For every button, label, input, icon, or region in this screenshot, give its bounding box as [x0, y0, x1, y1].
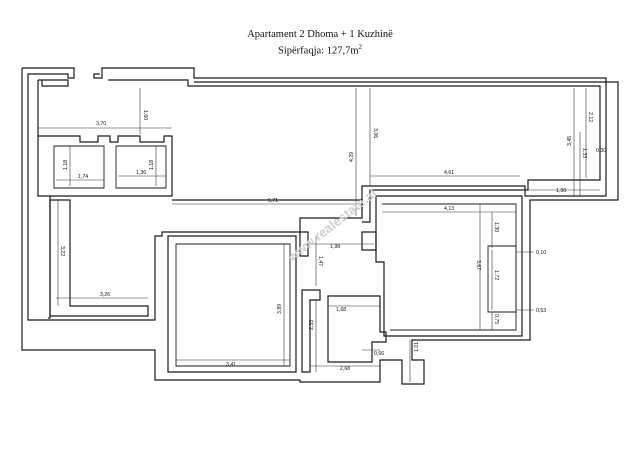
- outer-wall-outer-b: [21, 68, 619, 385]
- plan-area-text: Sipërfaqja: 127,7m: [278, 45, 359, 57]
- dim-right-small-b: 1,90: [556, 188, 566, 194]
- plan-title: Apartament 2 Dhoma + 1 Kuzhinë Sipërfaqj…: [0, 28, 640, 58]
- dim-bottom-a: 0,66: [374, 351, 384, 357]
- dim-hall-b: 1,47: [317, 256, 323, 266]
- dim-hall-a: 1,98: [330, 244, 340, 250]
- bathroom-1: [53, 145, 105, 189]
- dim-mid-vertical-b: 3,06: [372, 128, 378, 138]
- dim-living-sub-a: 1,30: [493, 222, 499, 232]
- bathroom-block: [38, 135, 173, 197]
- dim-living-side-b: 0,53: [536, 308, 546, 314]
- outer-wall-inner: [37, 79, 69, 319]
- plan-title-line1: Apartament 2 Dhoma + 1 Kuzhinë: [247, 29, 393, 40]
- dim-bath1-width: 1,74: [78, 174, 88, 180]
- dim-mid-vertical-a: 4,29: [349, 152, 355, 162]
- outer-wall-outer: [22, 67, 607, 321]
- living-nook: [487, 245, 517, 313]
- dim-bath1-height: 1,18: [63, 160, 69, 170]
- corridor-wall: [172, 199, 363, 210]
- dim-small-width: 1,68: [336, 307, 346, 313]
- dim-living-width: 4,13: [444, 206, 454, 212]
- dim-left-room-height: 3,22: [59, 246, 65, 256]
- dimension-labels: 3,70 1,60 1,18 1,74 1,18 1,36 5,71 4,29 …: [59, 110, 606, 372]
- bathroom-2: [115, 145, 167, 189]
- dim-bottom-c: 1,01: [414, 342, 420, 352]
- dim-bottom-b: 2,68: [340, 366, 350, 372]
- dim-living-sub-b: 1,72: [493, 270, 499, 280]
- plan-area-unit-sup: 2: [358, 43, 362, 51]
- top-wall-inner: [108, 79, 601, 223]
- dim-right-height-b: 2,12: [587, 112, 593, 122]
- dim-right-width: 4,61: [444, 170, 454, 176]
- watermark: www.realestate.al: [284, 186, 380, 265]
- dimension-lines: [38, 88, 600, 382]
- dim-right-small-a: 0,30: [596, 148, 606, 154]
- dim-corridor-length: 5,71: [268, 198, 278, 204]
- left-bedroom: [49, 199, 149, 317]
- dim-room-height: 3,89: [277, 304, 283, 314]
- dim-small-height: 2,33: [309, 320, 315, 330]
- dim-room-width: 3,41: [226, 362, 236, 368]
- dim-living-sub-c: 0,75: [493, 314, 499, 324]
- dim-bath2-width: 1,36: [136, 170, 146, 176]
- plan-area-line: Sipërfaqja: 127,7m2: [0, 41, 640, 58]
- dim-living-side-a: 0,10: [536, 250, 546, 256]
- dim-top-left-width: 3,70: [96, 121, 106, 127]
- dim-right-height-c: 1,33: [581, 148, 587, 158]
- living-room: [375, 195, 523, 337]
- dim-top-left-height: 1,60: [142, 110, 148, 120]
- middle-room-inner: [175, 243, 291, 367]
- dim-left-room-width: 3,26: [100, 292, 110, 298]
- middle-room: [167, 235, 297, 373]
- small-room: [301, 289, 387, 373]
- dim-right-height-a: 3,45: [567, 136, 573, 146]
- dim-living-height: 3,67: [475, 260, 481, 270]
- dim-bath2-height: 1,18: [149, 160, 155, 170]
